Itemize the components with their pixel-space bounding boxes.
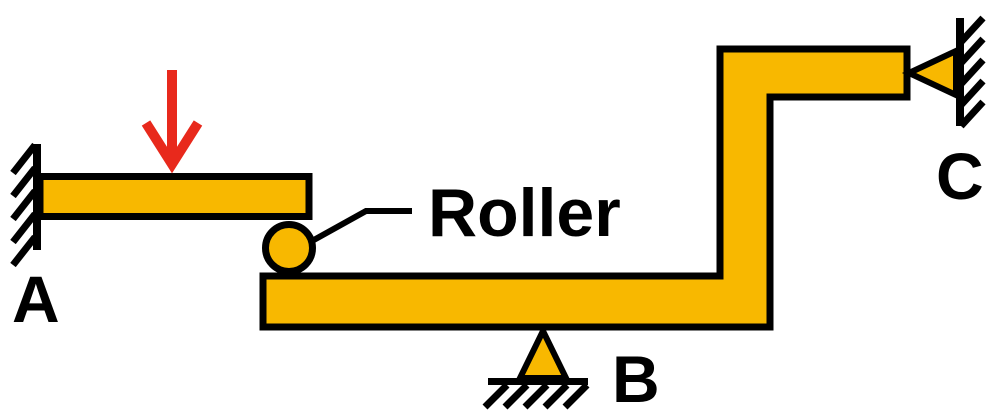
ground-hatching-b	[482, 382, 590, 410]
pin-triangle-b	[515, 324, 571, 381]
load-arrow-head	[141, 120, 203, 174]
wall-hatching-a	[10, 142, 38, 268]
roller-label: Roller	[428, 175, 621, 251]
beam-a	[36, 173, 313, 220]
load-arrow-icon	[141, 70, 203, 174]
pin-support-b	[482, 324, 590, 410]
roller-leader-line	[310, 208, 412, 244]
label-a: A	[12, 262, 60, 336]
roller-circle	[262, 221, 316, 275]
label-c: C	[936, 139, 984, 213]
fixed-support-a	[10, 142, 41, 268]
pin-support-c	[901, 15, 986, 129]
roller-support: Roller	[262, 175, 621, 275]
stepped-beam-bc	[259, 45, 911, 331]
wall-hatching-c	[958, 15, 986, 129]
label-b: B	[612, 342, 660, 416]
pin-triangle-c	[901, 46, 959, 100]
